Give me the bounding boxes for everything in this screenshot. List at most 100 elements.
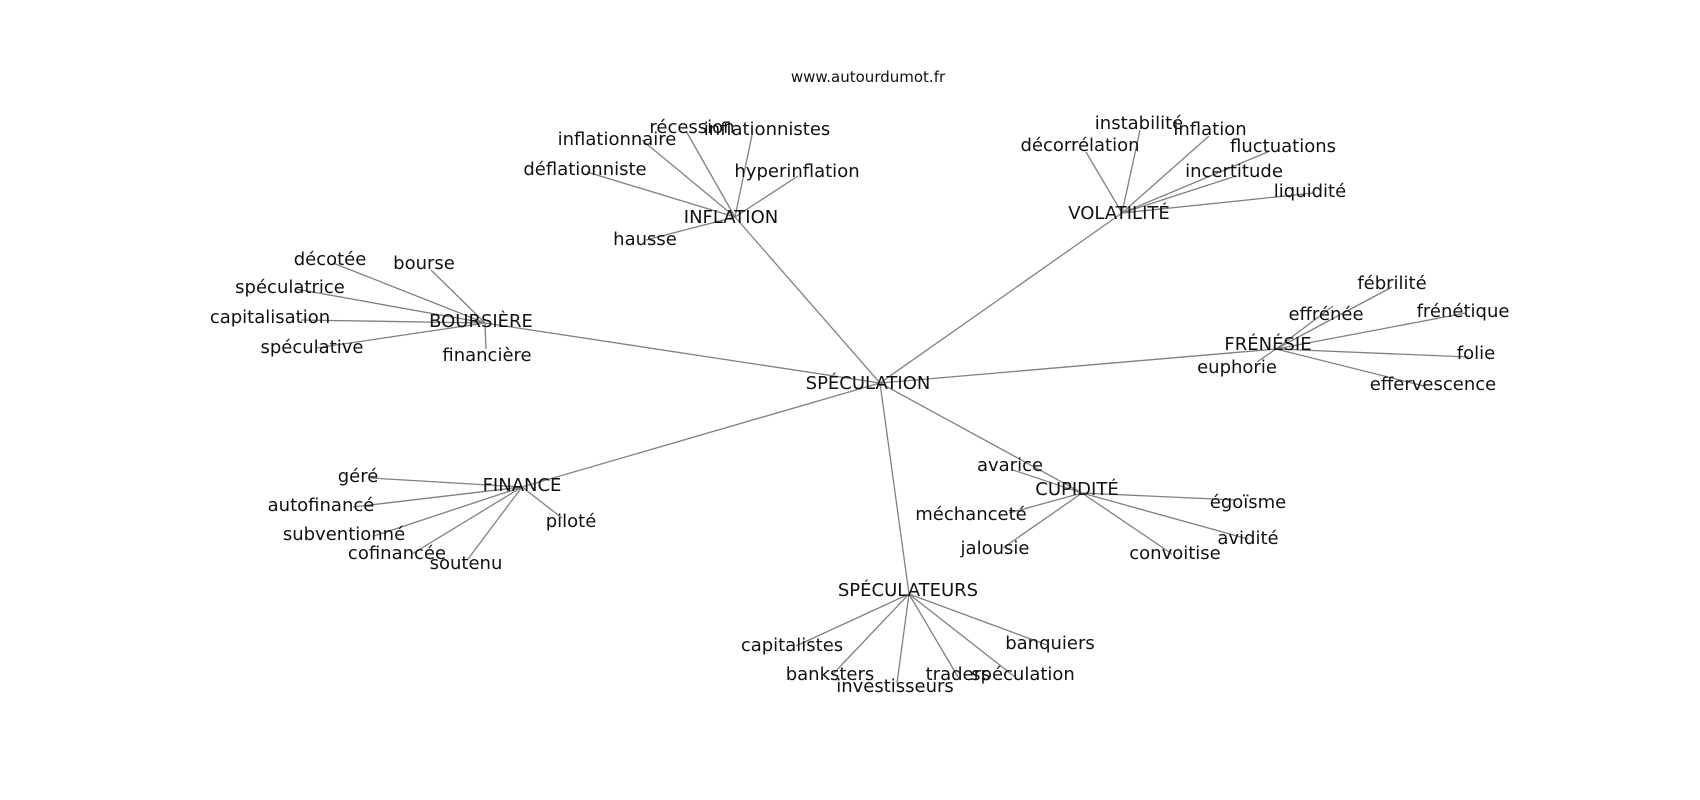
hub-node-label: CUPIDITÉ bbox=[1035, 478, 1118, 500]
leaf-edge bbox=[411, 486, 523, 555]
leaf-word-label: bourse bbox=[393, 253, 455, 274]
hub-edge bbox=[879, 382, 910, 595]
leaf-edge bbox=[1275, 305, 1334, 350]
leaf-word-label: jalousie bbox=[960, 538, 1030, 559]
leaf-edge bbox=[1275, 286, 1393, 350]
leaf-word-label: cofinancée bbox=[348, 543, 446, 564]
leaf-word-label: capitalistes bbox=[741, 635, 843, 656]
leaf-word-label: fébrilité bbox=[1357, 273, 1426, 294]
leaf-word-label: déflationniste bbox=[523, 159, 646, 180]
leaf-edge bbox=[645, 216, 736, 241]
leaf-edge bbox=[1121, 192, 1315, 214]
leaf-word-label: piloté bbox=[546, 511, 597, 532]
leaf-edge bbox=[1121, 150, 1271, 214]
leaf-word-label: avidité bbox=[1217, 528, 1278, 549]
leaf-word-label: instabilité bbox=[1095, 113, 1183, 134]
leaf-word-label: récession bbox=[649, 117, 734, 138]
leaf-word-label: euphorie bbox=[1197, 357, 1277, 378]
leaf-edge bbox=[1081, 492, 1237, 501]
graph-labels: SPÉCULATION INFLATION récessioninflationni… bbox=[210, 113, 1510, 697]
hub-node-label: FINANCE bbox=[483, 475, 562, 496]
leaf-word-label: folie bbox=[1457, 343, 1495, 364]
leaf-word-label: investisseurs bbox=[836, 676, 954, 697]
leaf-word-label: autofinancé bbox=[268, 495, 375, 516]
leaf-word-label: liquidité bbox=[1274, 181, 1346, 202]
leaf-edge bbox=[795, 593, 910, 647]
leaf-word-label: fluctuations bbox=[1230, 136, 1336, 157]
leaf-edge bbox=[373, 486, 523, 537]
graph-edges bbox=[295, 129, 1470, 684]
hub-node-label: INFLATION bbox=[684, 207, 778, 228]
leaf-word-label: spéculation bbox=[971, 664, 1075, 685]
leaf-edge bbox=[332, 262, 486, 324]
leaf-edge bbox=[1256, 348, 1277, 363]
leaf-word-label: décotée bbox=[294, 249, 367, 270]
leaf-word-label: frénétique bbox=[1417, 301, 1510, 322]
leaf-word-label: convoitise bbox=[1129, 543, 1221, 564]
leaf-word-label: capitalisation bbox=[210, 307, 330, 328]
leaf-word-label: spéculatrice bbox=[235, 277, 345, 298]
leaf-word-label: décorrélation bbox=[1020, 135, 1139, 156]
leaf-word-label: incertitude bbox=[1185, 161, 1283, 182]
leaf-edge bbox=[1012, 469, 1083, 494]
leaf-word-label: inflationnistes bbox=[704, 119, 831, 140]
leaf-edge bbox=[685, 130, 736, 218]
hub-edge bbox=[879, 212, 1123, 384]
leaf-word-label: inflation bbox=[1173, 119, 1246, 140]
hub-edge bbox=[521, 382, 881, 488]
leaf-edge bbox=[370, 477, 523, 488]
leaf-edge bbox=[1002, 492, 1083, 549]
leaf-edge bbox=[315, 322, 486, 349]
leaf-edge bbox=[1121, 175, 1237, 214]
leaf-edge bbox=[295, 288, 486, 324]
leaf-edge bbox=[352, 486, 523, 508]
hub-edge bbox=[484, 322, 881, 384]
leaf-edge bbox=[1081, 492, 1173, 555]
leaf-word-label: effervescence bbox=[1370, 374, 1496, 395]
leaf-edge bbox=[1275, 312, 1467, 350]
leaf-word-label: hyperinflation bbox=[734, 161, 859, 182]
leaf-word-label: traders bbox=[926, 664, 991, 685]
leaf-edge bbox=[831, 593, 910, 676]
hub-node-label: FRÉNÉSIE bbox=[1224, 333, 1311, 355]
leaf-word-label: financière bbox=[442, 345, 531, 366]
leaf-edge bbox=[908, 593, 959, 678]
leaf-word-label: géré bbox=[338, 466, 379, 487]
leaf-edge bbox=[734, 175, 799, 218]
leaf-word-label: subventionné bbox=[283, 524, 405, 545]
leaf-edge bbox=[1275, 348, 1425, 387]
leaf-word-label: égoïsme bbox=[1210, 492, 1287, 513]
root-node-label: SPÉCULATION bbox=[806, 372, 931, 394]
leaf-edge bbox=[1081, 492, 1249, 540]
leaf-word-label: hausse bbox=[613, 229, 677, 250]
leaf-edge bbox=[430, 269, 486, 324]
source-url: www.autourdumot.fr bbox=[791, 68, 946, 86]
leaf-word-label: spéculative bbox=[261, 337, 364, 358]
hub-edge bbox=[734, 216, 881, 384]
leaf-edge bbox=[484, 322, 487, 350]
leaf-edge bbox=[896, 593, 910, 684]
leaf-word-label: inflationnaire bbox=[558, 129, 677, 150]
leaf-edge bbox=[300, 319, 486, 324]
hub-edge bbox=[879, 348, 1277, 384]
leaf-edge bbox=[1121, 129, 1141, 214]
leaf-edge bbox=[1085, 151, 1123, 214]
leaf-edge bbox=[908, 593, 1048, 646]
leaf-word-label: méchanceté bbox=[915, 504, 1026, 525]
hub-node-label: BOURSIÈRE bbox=[429, 310, 533, 332]
leaf-edge bbox=[467, 486, 523, 560]
leaf-edge bbox=[734, 134, 753, 218]
leaf-edge bbox=[1275, 348, 1470, 358]
leaf-word-label: soutenu bbox=[430, 553, 503, 574]
leaf-word-label: effrénée bbox=[1288, 304, 1363, 325]
leaf-edge bbox=[586, 171, 736, 218]
leaf-edge bbox=[1008, 492, 1083, 514]
leaf-word-label: banksters bbox=[786, 664, 875, 685]
hub-node-label: VOLATILITÉ bbox=[1068, 202, 1170, 224]
hub-edge bbox=[879, 382, 1083, 494]
leaf-word-label: banquiers bbox=[1005, 633, 1095, 654]
leaf-edge bbox=[641, 139, 736, 218]
leaf-edge bbox=[521, 486, 563, 519]
leaf-edge bbox=[908, 593, 1016, 678]
